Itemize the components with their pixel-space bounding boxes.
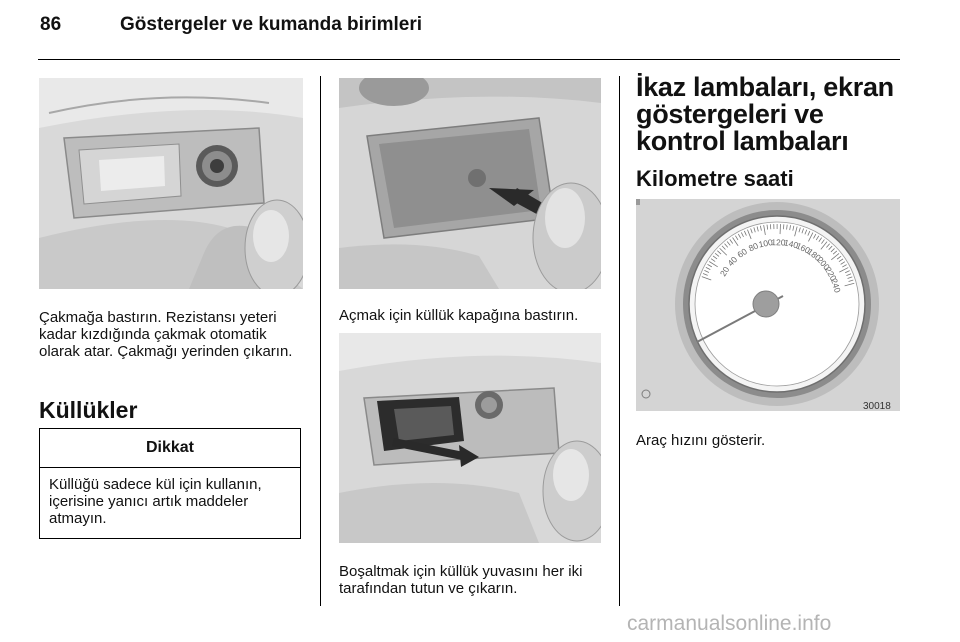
speedo-minor-tick (714, 252, 720, 257)
speedo-minor-tick (702, 273, 708, 276)
speedo-minor-tick (704, 270, 710, 273)
speedo-major-tick (701, 276, 712, 281)
column-divider-right (619, 76, 620, 606)
speedo-minor-tick (789, 225, 791, 231)
speedo-minor-tick (818, 237, 822, 242)
speedo-minor-tick (801, 228, 804, 234)
speedo-scale-label: 120 (771, 237, 786, 247)
speedo-minor-tick (846, 273, 852, 276)
speedo-minor-tick (717, 250, 722, 255)
speedo-minor-tick (743, 230, 747, 236)
speedo-minor-tick (838, 258, 844, 263)
speedo-minor-tick (798, 227, 801, 233)
speedo-minor-tick (712, 255, 718, 260)
speedo-major-tick (831, 253, 840, 261)
speedo-minor-tick (813, 233, 817, 239)
notice-body: Küllüğü sadece kül için kullanın, içeris… (49, 476, 262, 527)
speedo-minor-tick (756, 226, 759, 232)
speedo-minor-tick (726, 241, 731, 246)
speedo-minor-tick (737, 233, 742, 239)
speedo-minor-tick (840, 261, 846, 265)
speedo-minor-tick (759, 225, 762, 231)
speedo-major-tick (808, 232, 814, 242)
running-title: Göstergeler ve kumanda birimleri (120, 14, 423, 35)
speedo-minor-tick (836, 255, 842, 260)
watermark: carmanualsonline.info (627, 612, 832, 635)
speedo-minor-tick (710, 258, 716, 262)
speedo-minor-tick (705, 267, 711, 271)
speedo-scale-label: 100 (758, 237, 774, 249)
cigarette-lighter-illustration (39, 78, 303, 289)
ashtray-removal-illustration (339, 333, 601, 543)
speedo-minor-tick (807, 230, 811, 236)
speedo-minor-tick (740, 232, 744, 238)
figure-number: 30018 (863, 401, 891, 412)
column-divider-left (320, 76, 321, 606)
section-title-speedometer: Kilometre saati (636, 166, 794, 191)
lighter-instruction-text: Çakmağa bastırın. Rezistansı yeteri kada… (39, 309, 293, 360)
speedo-minor-tick (844, 270, 850, 274)
speedo-minor-tick (815, 235, 820, 241)
section-title-ashtrays: Küllükler (39, 397, 138, 423)
speedo-major-tick (820, 241, 828, 250)
chapter-title: İkaz lambaları, ekran göstergeleri ve ko… (636, 72, 894, 156)
speedo-minor-tick (724, 243, 729, 248)
speedo-major-tick (839, 267, 849, 273)
speedo-scale-label: 240 (829, 277, 843, 294)
speedo-major-tick (763, 225, 766, 236)
speedo-minor-tick (750, 228, 753, 234)
speedo-scale-label: 80 (747, 240, 760, 253)
speedo-minor-tick (786, 224, 788, 230)
speedo-major-tick (732, 237, 739, 247)
speedo-major-tick (747, 229, 752, 240)
speedometer-caption: Araç hızını gösterir. (636, 432, 766, 449)
speedo-minor-tick (821, 239, 825, 244)
speedo-minor-tick (753, 227, 756, 233)
open-ashtray-caption: Açmak için küllük kapağına bastırın. (339, 307, 579, 324)
speedo-scale-label: 140 (783, 237, 799, 250)
speedo-minor-tick (721, 245, 726, 250)
speedo-major-tick (719, 247, 728, 256)
ashtray-lid-illustration (339, 78, 601, 289)
speedo-minor-tick (766, 224, 769, 230)
speedo-minor-tick (792, 225, 795, 231)
speedo-major-tick (844, 282, 855, 287)
notice-box: Dikkat Küllüğü sadece kül için kullanın,… (39, 428, 301, 539)
speedo-major-tick (794, 226, 798, 237)
empty-ashtray-caption: Boşaltmak için küllük yuvasını her iki t… (339, 563, 583, 597)
speedo-minor-tick (735, 235, 739, 241)
speedo-minor-tick (804, 229, 808, 235)
speedo-minor-tick (832, 250, 838, 255)
speedo-minor-tick (847, 276, 853, 279)
speedo-minor-tick (729, 239, 734, 244)
page-number: 86 (40, 14, 62, 35)
header-rule (38, 59, 900, 60)
speedo-minor-tick (830, 248, 835, 253)
speedo-minor-tick (848, 279, 854, 282)
speedo-minor-tick (828, 245, 833, 250)
notice-title: Dikkat (40, 429, 300, 468)
speedo-minor-tick (826, 243, 830, 248)
speedo-minor-tick (707, 264, 713, 268)
speedo-minor-tick (842, 264, 847, 268)
speedo-major-tick (709, 261, 718, 268)
